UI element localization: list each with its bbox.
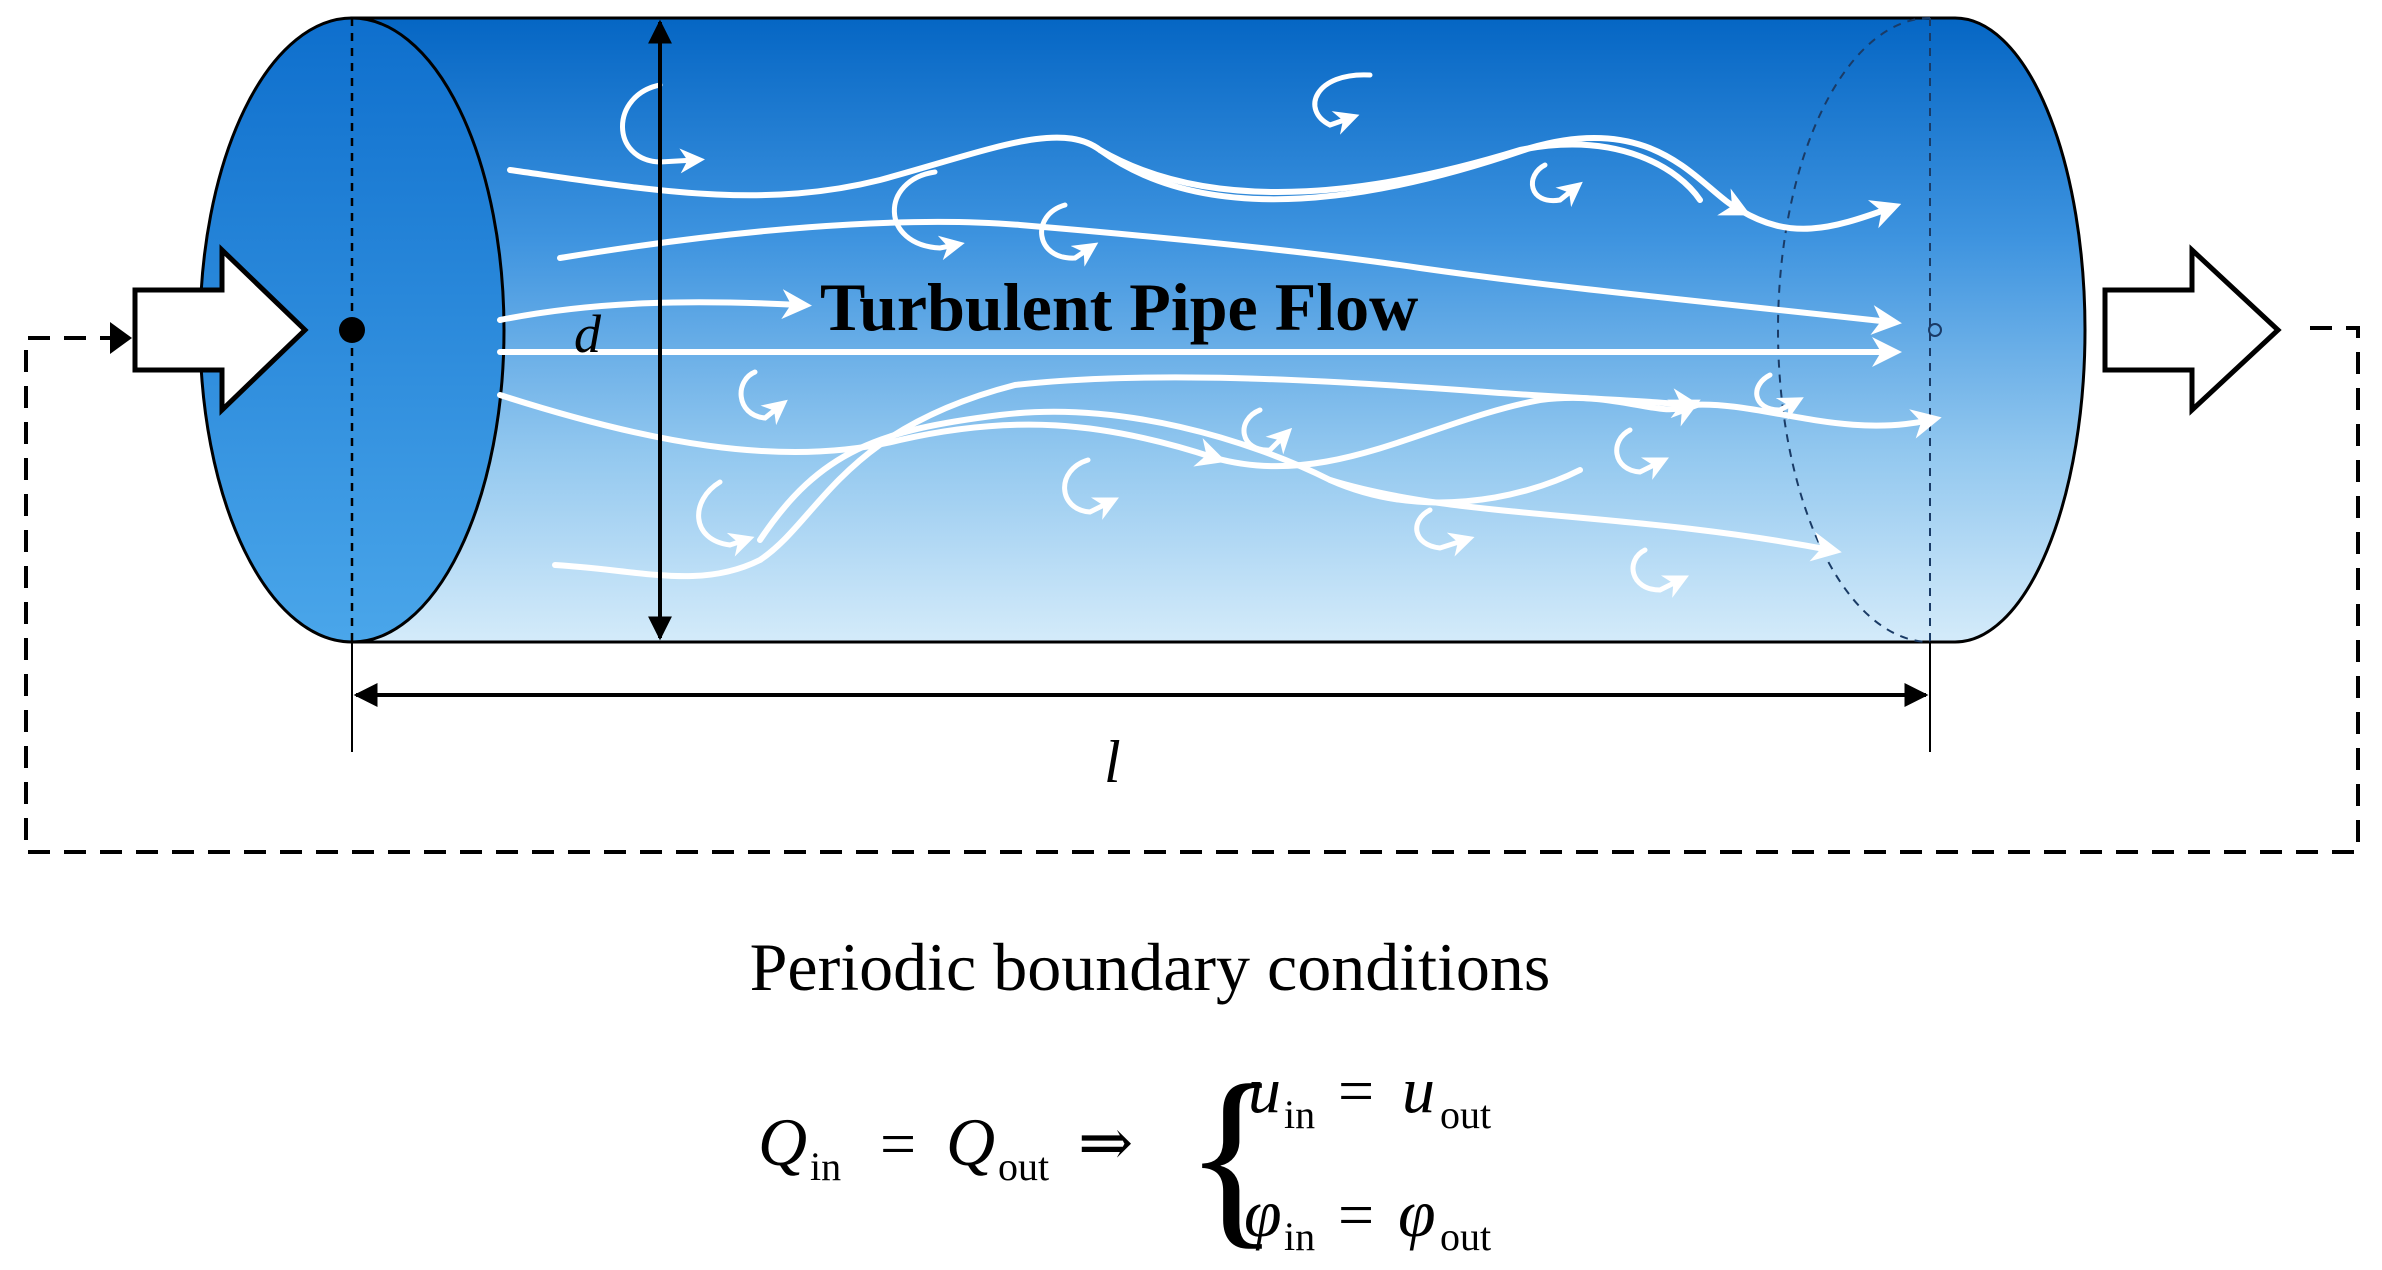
outlet-arrow: [2102, 244, 2282, 416]
streamline: [557, 218, 1902, 335]
eddy-icon: [1062, 457, 1119, 520]
streamline: [1327, 467, 1583, 506]
eq1-left-symbol: u: [1248, 1054, 1281, 1127]
eddy-icon: [1414, 507, 1475, 557]
length-label: l: [1104, 729, 1121, 795]
outlet-center-dot: [1928, 323, 1942, 337]
eq1-left-sub: in: [1284, 1092, 1315, 1137]
loop-entry-arrowhead: [110, 322, 132, 354]
streamlines: [497, 134, 1942, 580]
periodic-loop-dashed-line: [24, 326, 2360, 854]
streamline: [1097, 134, 1751, 216]
eq2-left-sub: in: [1284, 1214, 1315, 1259]
eq1-right-symbol: u: [1402, 1054, 1435, 1127]
eq-implies: ⇒: [1078, 1107, 1133, 1180]
pipe-body: [350, 16, 2087, 644]
streamline: [757, 408, 1842, 562]
eddy-icon: [696, 479, 755, 557]
streamline: [497, 392, 1227, 467]
eq1-right-sub: out: [1440, 1092, 1491, 1137]
eddy-icon: [1614, 427, 1669, 480]
diagram-title: Turbulent Pipe Flow: [820, 269, 1418, 345]
eddy-icon: [891, 169, 965, 261]
eddy-icon: [1039, 202, 1099, 267]
eq2-left-symbol: φ: [1244, 1175, 1282, 1251]
eq2-equals: =: [1338, 1179, 1374, 1250]
eddy-icon: [1630, 547, 1689, 598]
eddy-icon: [1529, 162, 1583, 208]
caption: Periodic boundary conditions: [750, 929, 1551, 1005]
inlet-arrow: [132, 244, 309, 416]
eddy-icon: [1312, 72, 1373, 135]
eq1-equals: =: [1338, 1055, 1374, 1126]
outlet-hidden-edge: [1777, 17, 1931, 643]
eddy-icon: [1241, 407, 1293, 455]
boundary-equation: Q in = Q out ⇒ { u in = u out φ in = φ o…: [758, 1045, 1491, 1266]
streamline: [1737, 200, 1902, 232]
eddy-icon: [1754, 372, 1804, 421]
eq-rhs-symbol: Q: [946, 1104, 995, 1180]
eq-lhs-symbol: Q: [758, 1104, 807, 1180]
diameter-label: d: [574, 304, 602, 364]
eq-lhs-sub: in: [810, 1144, 841, 1189]
eq2-right-symbol: φ: [1398, 1175, 1436, 1251]
eq2-right-sub: out: [1440, 1214, 1491, 1259]
eddy-icon: [738, 369, 788, 426]
eq-equals: =: [880, 1108, 916, 1179]
streamline: [552, 374, 1702, 580]
eq-brace: {: [1184, 1045, 1280, 1266]
eq-rhs-sub: out: [998, 1144, 1049, 1189]
inlet-center-dot: [339, 317, 365, 343]
